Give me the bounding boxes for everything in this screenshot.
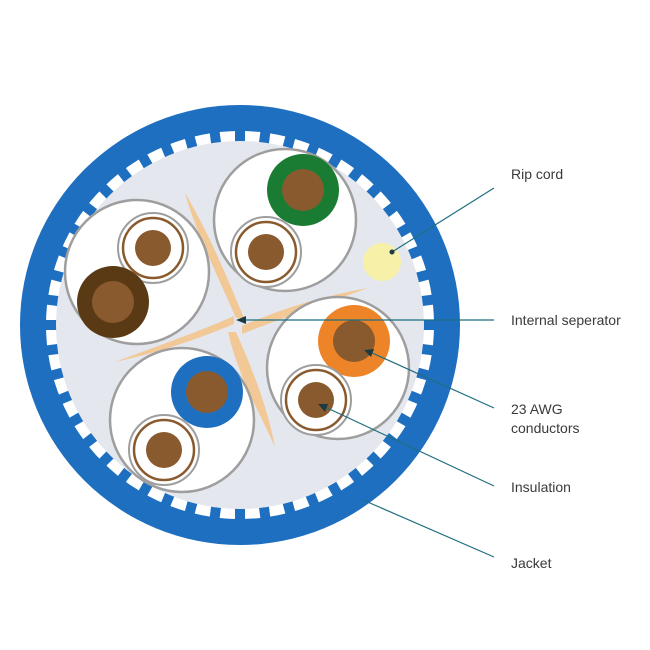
- leader-insulation: [322, 405, 495, 487]
- leader-lines: [240, 187, 495, 558]
- label-conductors-line2: conductors: [511, 420, 579, 436]
- pair-top: [212, 147, 358, 293]
- internal-separator: [115, 193, 368, 447]
- pair-left: [63, 198, 211, 346]
- leader-arrowheads: [236, 249, 395, 412]
- label-rip-cord: Rip cord: [511, 166, 563, 182]
- label-insulation: Insulation: [511, 479, 571, 495]
- leader-jacket: [362, 499, 495, 558]
- leader-rip-cord: [391, 187, 495, 253]
- label-internal-separator: Internal seperator: [511, 312, 621, 328]
- label-jacket: Jacket: [511, 555, 552, 571]
- leader-conductors: [369, 351, 495, 409]
- label-conductors-line1: 23 AWG: [511, 401, 563, 417]
- rip-cord: [363, 243, 401, 281]
- pair-right: [265, 295, 411, 441]
- pair-bottom: [108, 346, 256, 494]
